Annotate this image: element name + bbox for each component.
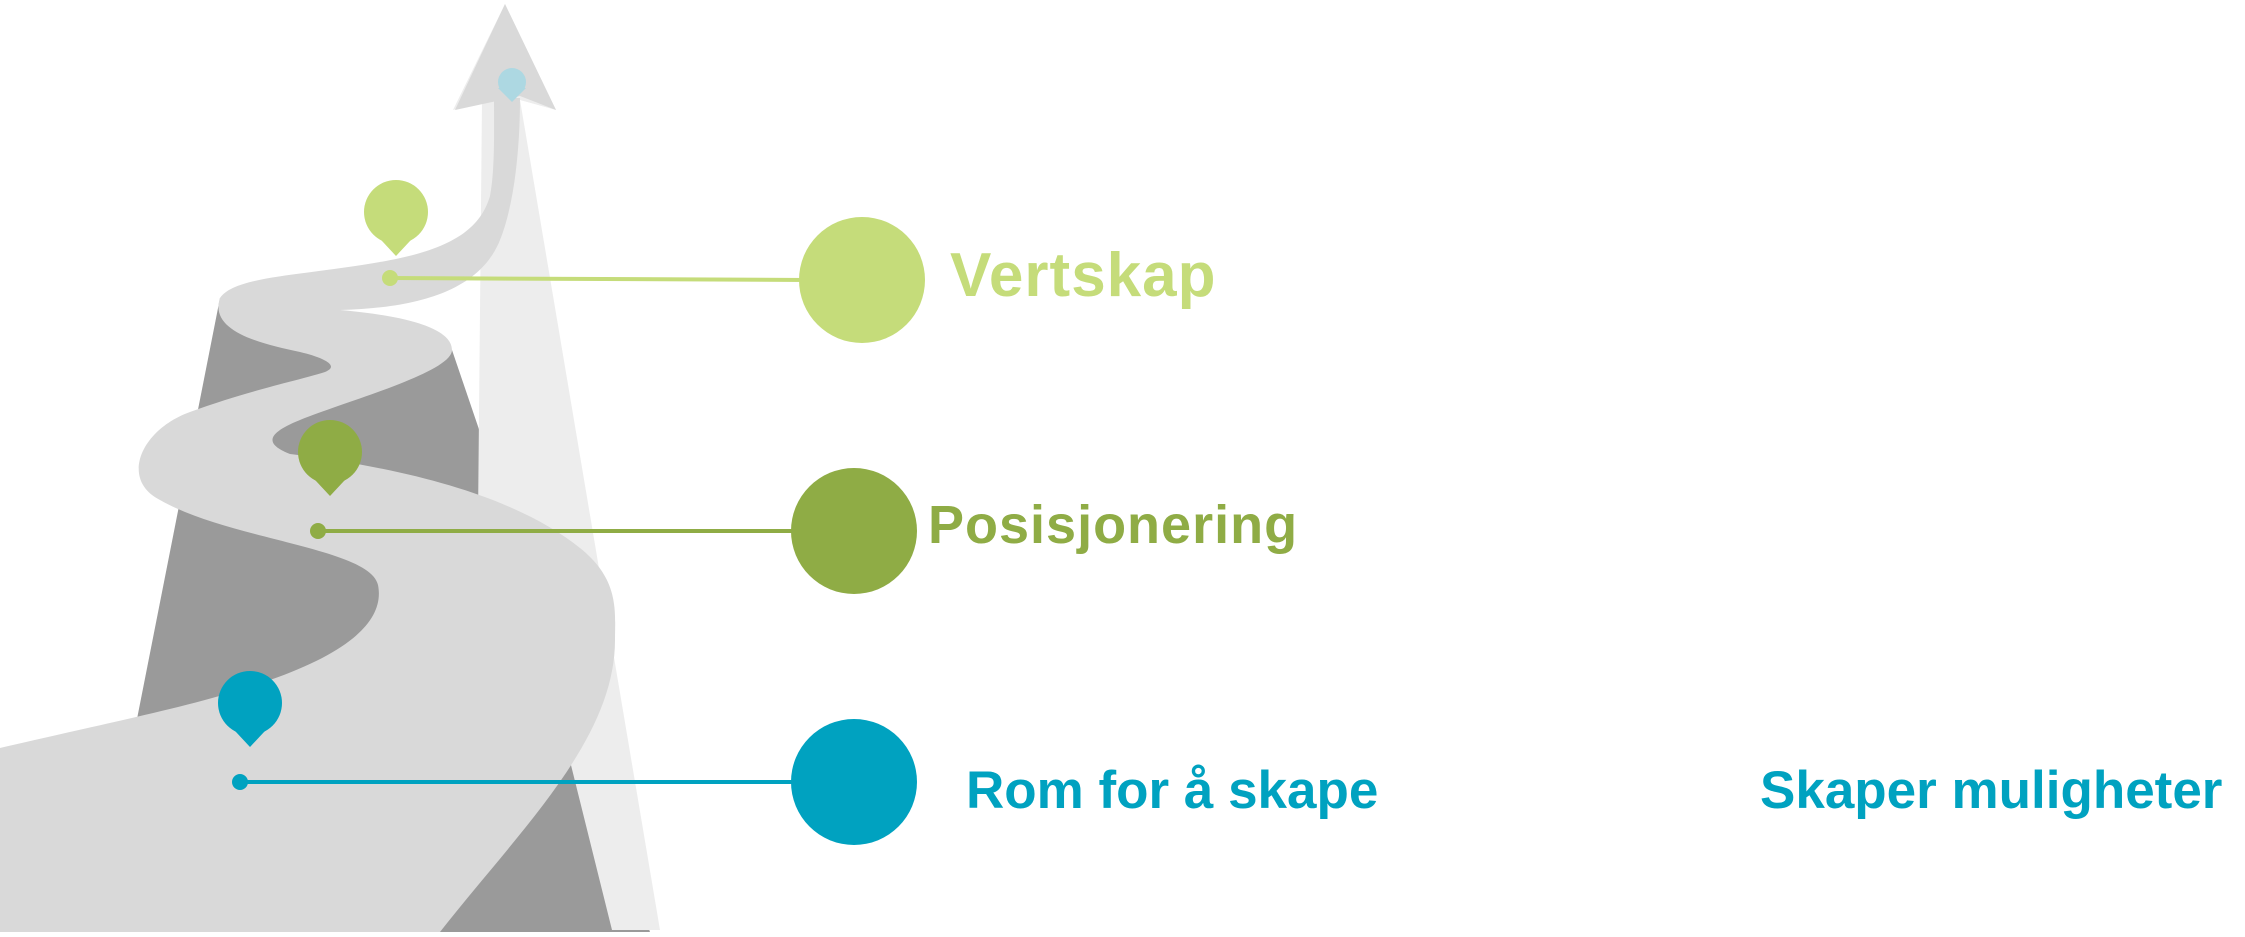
location-pin-icon xyxy=(364,180,428,256)
location-pin-icon xyxy=(498,68,526,102)
milestone-label-vertskap: Vertskap xyxy=(950,241,1217,310)
milestone-label-posisjonering: Posisjonering xyxy=(928,495,1299,555)
side-label-skaper-muligheter: Skaper muligheter xyxy=(1760,761,2223,820)
connector-rom-for-a-skape xyxy=(232,719,917,845)
milestone-circle-vertskap xyxy=(799,217,925,343)
arrow-beam xyxy=(453,4,660,930)
arrow-up-icon xyxy=(455,4,556,110)
connector-posisjonering xyxy=(310,468,917,594)
milestone-label-rom-for-a-skape: Rom for å skape xyxy=(966,761,1379,820)
milestone-circle-posisjonering xyxy=(791,468,917,594)
location-pin-icon xyxy=(298,420,362,496)
location-pin-icon xyxy=(218,671,282,747)
connector-vertskap xyxy=(382,217,925,343)
milestone-circle-rom-for-a-skape xyxy=(791,719,917,845)
winding-road xyxy=(0,98,616,932)
